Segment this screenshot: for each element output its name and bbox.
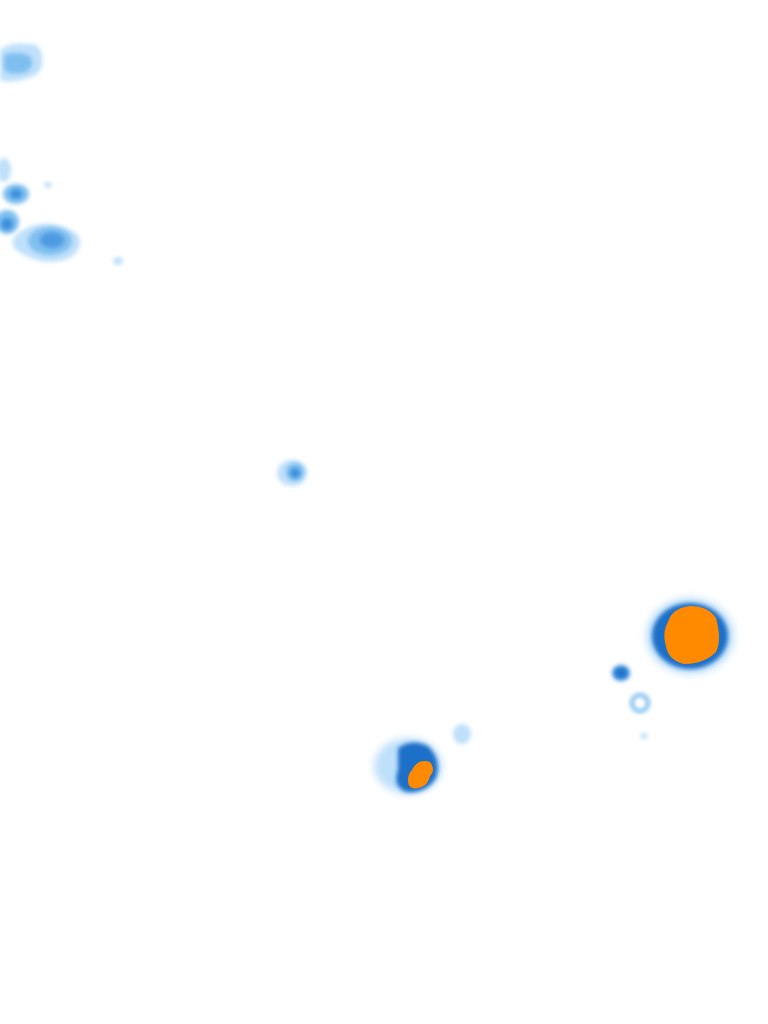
cell-east-ring	[453, 693, 650, 744]
cell-center	[277, 460, 307, 486]
cell-nw-5	[44, 182, 123, 265]
cell-nw-2	[0, 158, 29, 204]
cell-nw-4	[12, 223, 81, 262]
cell-nw-3	[0, 210, 19, 234]
cell-south	[374, 738, 442, 794]
cell-east-small	[612, 665, 630, 681]
cell-east-large	[646, 598, 734, 674]
cell-nw-1	[0, 43, 43, 82]
